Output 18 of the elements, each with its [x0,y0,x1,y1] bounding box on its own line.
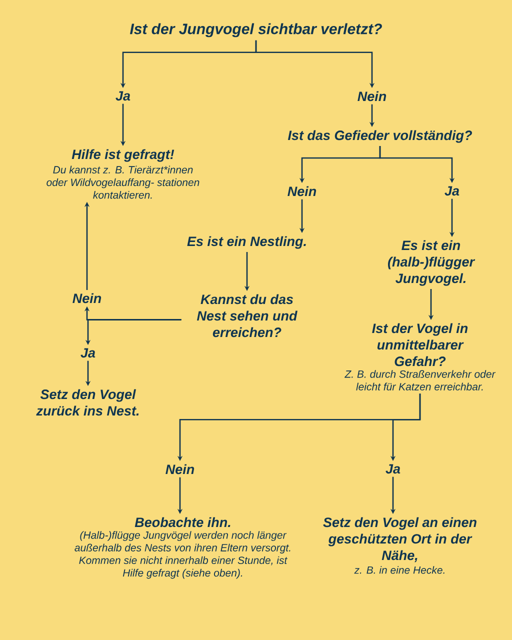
answer-label: Ja [444,186,460,196]
result-text: Setz den Vogel an einen geschützten Ort in der Nähe, z. B. in eine Hecke. [323,517,476,574]
question-text: Kannst du das Nest sehen und erreichen? [196,294,298,338]
result-text: Beobachte ihn. (Halb-)flügge Jungvögel werden noch länger außerhalb des Nests von ihren Eltern versorgt. Kommen sie nicht innerhalb einer Stunde, ist Hilfe gefragt (siehe oben). [74,517,290,579]
question-text: Ist das Gefieder vollständig? [288,130,472,143]
result-text: Es ist ein Nestling. [187,236,306,249]
answer-label: Ja [386,464,400,474]
result-text: Hilfe ist gefragt! Du kannst z. B. Tierärzt*innen oder Wildvogelauffang- stationen kontaktieren. [46,149,200,199]
answer-label: Nein [166,464,194,474]
question-text: Ist der Jungvogel sichtbar verletzt? [130,23,382,38]
answer-label: Ja [116,91,130,101]
answer-label: Ja [80,348,96,358]
result-text: Setz den Vogel zurück ins Nest. [36,389,139,416]
answer-label: Nein [72,293,102,304]
result-text: Es ist ein (halb-)flügger Jungvogel. [388,240,476,286]
answer-label: Nein [288,186,316,196]
question-text: Ist der Vogel in unmittelbarer Gefahr? Z. B. durch Straßenverkehr oder leicht für Katzen erreichbar. [344,323,496,390]
answer-label: Nein [358,91,386,102]
